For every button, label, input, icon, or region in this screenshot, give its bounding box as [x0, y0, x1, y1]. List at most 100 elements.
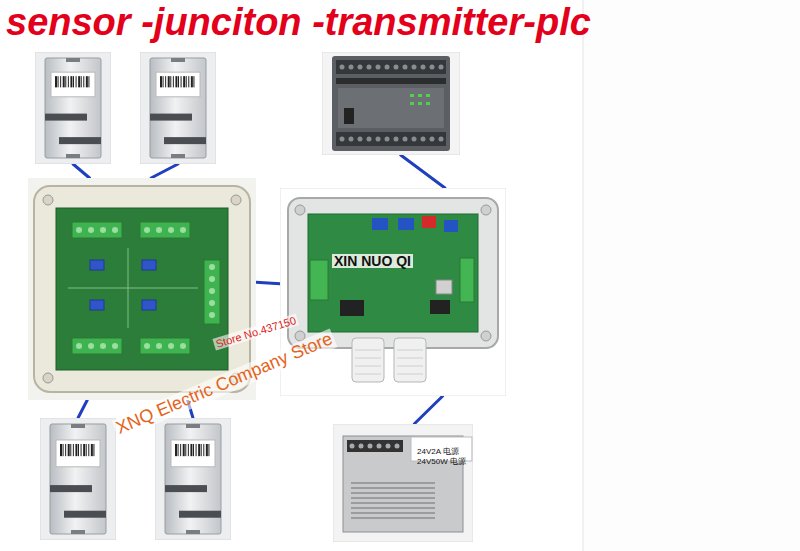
status-led: [426, 94, 430, 97]
load-cell-slot: [165, 485, 207, 492]
barcode-bar: [180, 444, 181, 456]
psu-case: [343, 436, 463, 532]
barcode-bar: [86, 76, 88, 87]
barcode-bar: [81, 444, 82, 456]
photo-frame: [35, 52, 111, 164]
terminal-screw: [394, 137, 399, 142]
potentiometer: [398, 218, 414, 230]
load-cell-slot: [50, 485, 92, 492]
wire-connector: [188, 400, 193, 418]
load-cell: [155, 418, 231, 540]
power-supply-drawing: [333, 424, 473, 542]
usb-port: [436, 280, 452, 294]
plc-label-strip: [336, 78, 446, 84]
vent-slot: [351, 482, 435, 484]
barcode-bar: [191, 76, 193, 87]
wire-connector: [151, 164, 178, 178]
terminal-screw: [394, 65, 399, 70]
gland-ridge: [397, 366, 423, 367]
terminal-screw: [430, 65, 435, 70]
status-led: [410, 94, 414, 97]
junction-housing: [34, 186, 250, 392]
barcode-bar: [188, 76, 189, 87]
load-cell-picture: [35, 52, 111, 164]
gland-ridge: [397, 374, 423, 375]
potentiometer: [372, 218, 388, 230]
terminal-screw: [421, 65, 426, 70]
terminal-screw: [421, 137, 426, 142]
barcode-bar: [93, 444, 94, 456]
weight-transmitter-drawing: [280, 188, 506, 396]
photo-frame: [322, 52, 460, 155]
text-wrap: 24V50W 电源: [415, 450, 468, 468]
barcode-bar: [186, 76, 187, 87]
barcode-bar: [78, 444, 79, 456]
terminal-screw: [209, 276, 215, 282]
circuit-board: [308, 214, 478, 332]
barcode-bar: [206, 444, 208, 456]
terminal-screw: [367, 137, 372, 142]
photo-frame: [155, 418, 231, 540]
load-cell-drawing: [155, 418, 231, 540]
load-cell-slot: [179, 511, 221, 518]
terminal-screw: [358, 65, 363, 70]
terminal-screw: [359, 444, 364, 449]
barcode-bar: [55, 76, 57, 87]
plc-module: [322, 52, 460, 155]
thread-hole: [186, 530, 200, 534]
terminal-screw: [168, 343, 174, 349]
terminal-screw: [76, 227, 82, 233]
power-supply: 24V2A 电源24V50W 电源: [333, 424, 473, 542]
barcode-bar: [70, 76, 72, 87]
rating-text: 24V50W 电源: [415, 458, 468, 466]
vent-slot: [351, 512, 435, 514]
thread-hole: [71, 530, 85, 534]
barcode-bar: [175, 444, 177, 456]
barcode-bar: [76, 76, 77, 87]
wire-connector: [256, 282, 280, 283]
barcode-bar: [58, 76, 59, 87]
status-led: [410, 102, 414, 105]
wire-connector: [78, 400, 87, 418]
terminal-screw: [412, 137, 417, 142]
gland-ridge: [397, 358, 423, 359]
plc-module-drawing: [322, 52, 460, 155]
load-cell-body: [150, 58, 206, 158]
trim-resistor: [142, 260, 156, 270]
terminal-screw: [350, 444, 355, 449]
power-supply-picture: [333, 424, 473, 542]
terminal-screw: [209, 312, 215, 318]
barcode-bar: [196, 444, 197, 456]
terminal-screw: [439, 65, 444, 70]
terminal-screw: [144, 343, 150, 349]
vent-slot: [351, 492, 435, 494]
terminal-block: [140, 338, 190, 354]
housing-screw: [231, 373, 241, 383]
load-cell-picture: [40, 418, 116, 540]
barcode-label: [51, 72, 95, 97]
housing-screw: [295, 205, 305, 215]
load-cell: [35, 52, 111, 164]
terminal-screw: [403, 137, 408, 142]
load-cell: [140, 52, 216, 164]
terminal-screw: [180, 227, 186, 233]
terminal-screw: [76, 343, 82, 349]
barcode-bar: [193, 76, 194, 87]
photo-frame: [40, 418, 116, 540]
terminal-screw: [156, 227, 162, 233]
barcode-bar: [203, 444, 204, 456]
transmitter-housing: [288, 198, 498, 348]
vent-slot: [351, 517, 435, 519]
barcode-bar: [73, 76, 74, 87]
barcode-bar: [160, 76, 162, 87]
barcode-bar: [201, 444, 202, 456]
brand-text: XIN NUO QI: [332, 254, 413, 268]
terminal-screw: [156, 343, 162, 349]
barcode-bar: [68, 444, 70, 456]
barcode-bar: [185, 444, 186, 456]
junction-box-picture: [28, 178, 256, 400]
terminal-screw: [340, 65, 345, 70]
barcode-bar: [168, 76, 170, 87]
barcode-bar: [193, 444, 194, 456]
